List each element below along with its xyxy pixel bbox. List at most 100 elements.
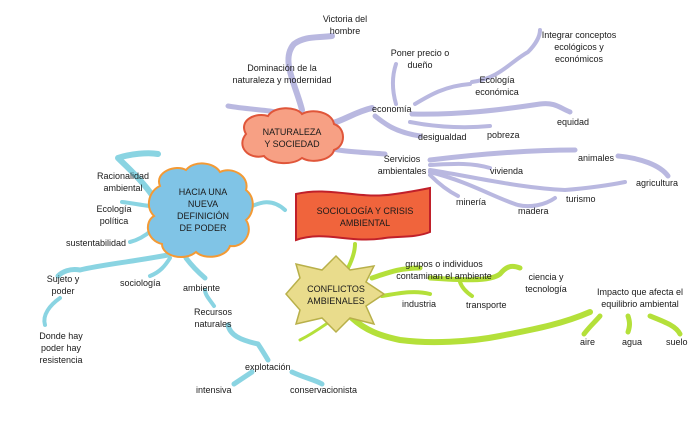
conflictos-node[interactable]: CONFLICTOS AMBIENALES bbox=[296, 283, 376, 307]
branch-ecologia-eco bbox=[413, 82, 472, 106]
branch-madera bbox=[428, 170, 557, 209]
label-aire: aire bbox=[580, 337, 596, 347]
branch-recursos bbox=[203, 288, 216, 308]
label-integrar-line2: ecológicos y bbox=[554, 42, 604, 52]
branch-impacto bbox=[349, 309, 593, 346]
branch-victoria bbox=[285, 33, 335, 113]
branch-agricultura bbox=[615, 153, 671, 179]
branch-naturaleza-economia bbox=[327, 105, 375, 127]
poder-cloud-shape bbox=[146, 162, 254, 259]
label-explotacion: explotación bbox=[245, 362, 291, 372]
label-agua: agua bbox=[622, 337, 643, 347]
branch-mineria bbox=[428, 173, 460, 198]
poder-line3: DEFINICIÓN bbox=[176, 211, 229, 221]
label-servicios-line2: ambientales bbox=[377, 166, 427, 176]
central-title-line2: AMBIENTAL bbox=[339, 218, 391, 228]
label-ecologia-pol-line1: Ecología bbox=[96, 204, 132, 214]
label-racionalidad-line1: Racionalidad bbox=[96, 171, 150, 181]
branch-pobreza bbox=[408, 120, 492, 130]
label-racionalidad: Racionalidad ambiental bbox=[88, 170, 158, 194]
label-grupos-line2: contaminan el ambiente bbox=[396, 271, 492, 281]
label-conservacionista: conservacionista bbox=[290, 385, 358, 395]
label-madera: madera bbox=[518, 206, 549, 216]
label-donde-line1: Donde hay bbox=[39, 331, 83, 341]
central-node[interactable]: SOCIOLOGÍA Y CRISIS AMBIENTAL bbox=[300, 205, 430, 229]
lime-branches bbox=[298, 242, 683, 346]
branch-integrar bbox=[470, 28, 542, 84]
branch-poner bbox=[391, 62, 398, 106]
label-industria: industria bbox=[402, 299, 437, 309]
lavender-branches bbox=[225, 28, 671, 209]
label-economia: economía bbox=[372, 104, 412, 114]
label-ecologia-pol-line2: política bbox=[99, 216, 129, 226]
branch-explotacion-recursos bbox=[225, 322, 271, 363]
label-grupos-line1: grupos o individuos bbox=[405, 259, 483, 269]
label-ecologia-economica: Ecología económica bbox=[462, 74, 532, 98]
label-vivienda: vivienda bbox=[490, 166, 524, 176]
label-ecologia-eco-line2: económica bbox=[475, 87, 519, 97]
label-animales: animales bbox=[578, 153, 615, 163]
poder-node[interactable]: HACIA UNA NUEVA DEFINICIÓN DE PODER bbox=[160, 186, 246, 234]
label-agricultura: agricultura bbox=[636, 178, 679, 188]
naturaleza-node[interactable]: NATURALEZA Y SOCIEDAD bbox=[250, 126, 334, 150]
label-victoria: Victoria del hombre bbox=[310, 13, 380, 37]
label-sustentabilidad: sustentabilidad bbox=[66, 238, 127, 248]
label-racionalidad-line2: ambiental bbox=[103, 183, 143, 193]
label-servicios-line1: Servicios bbox=[383, 154, 421, 164]
conflictos-star-shape bbox=[285, 254, 386, 334]
label-ecologia-politica: Ecología política bbox=[88, 203, 140, 227]
naturaleza-line1: NATURALEZA bbox=[262, 127, 322, 137]
branch-central-conflictos bbox=[346, 242, 357, 270]
branch-ecologia-pol bbox=[120, 200, 152, 208]
branch-racionalidad bbox=[115, 150, 161, 198]
label-recursos-line2: naturales bbox=[194, 319, 232, 329]
label-grupos: grupos o individuos contaminan el ambien… bbox=[390, 258, 498, 282]
label-donde-line2: poder hay bbox=[40, 343, 82, 353]
label-dominacion-line1: Dominación de la bbox=[247, 63, 317, 73]
label-recursos: Recursos naturales bbox=[186, 306, 240, 330]
label-poner: Poner precio o dueño bbox=[380, 47, 460, 71]
label-donde-line3: resistencia bbox=[39, 355, 83, 365]
conflictos-line1: CONFLICTOS bbox=[307, 284, 365, 294]
poder-line2: NUEVA bbox=[187, 199, 219, 209]
label-sujeto: Sujeto y poder bbox=[40, 273, 86, 297]
branch-sujeto bbox=[55, 252, 171, 279]
label-integrar-line3: económicos bbox=[554, 54, 604, 64]
label-ciencia-line2: tecnología bbox=[525, 284, 567, 294]
label-suelo: suelo bbox=[666, 337, 688, 347]
central-title-line1: SOCIOLOGÍA Y CRISIS bbox=[316, 206, 414, 216]
label-desigualdad: desigualdad bbox=[418, 132, 467, 142]
label-victoria-line2: hombre bbox=[329, 26, 361, 36]
branch-ambiente bbox=[183, 255, 208, 281]
branch-aire bbox=[581, 313, 603, 337]
branch-vivienda bbox=[428, 161, 492, 170]
branch-industria bbox=[380, 290, 432, 298]
label-ecologia-eco-line1: Ecología bbox=[479, 75, 515, 85]
label-donde: Donde hay poder hay resistencia bbox=[34, 330, 88, 366]
label-ciencia: ciencia y tecnología bbox=[520, 271, 572, 295]
branch-conservacionista bbox=[289, 369, 325, 387]
label-integrar: Integrar conceptos ecológicos y económic… bbox=[532, 29, 626, 65]
label-pobreza: pobreza bbox=[487, 130, 520, 140]
branch-suelo bbox=[647, 313, 683, 337]
branch-transporte bbox=[458, 280, 474, 298]
sociologia-banner-shape bbox=[295, 186, 431, 242]
label-sujeto-line1: Sujeto y bbox=[46, 274, 80, 284]
branch-equidad bbox=[409, 101, 573, 117]
poder-line4: DE PODER bbox=[179, 223, 227, 233]
poder-line1: HACIA UNA bbox=[178, 187, 228, 197]
label-sociologia: sociología bbox=[120, 278, 161, 288]
branch-intensiva bbox=[231, 369, 255, 387]
branch-grupos bbox=[369, 265, 423, 281]
label-impacto-line1: Impacto que afecta el bbox=[596, 287, 684, 297]
naturaleza-line2: Y SOCIEDAD bbox=[264, 139, 320, 149]
branch-animales bbox=[427, 147, 578, 163]
label-sujeto-line2: poder bbox=[51, 286, 75, 296]
label-recursos-line1: Recursos bbox=[193, 307, 232, 317]
label-ciencia-line1: ciencia y bbox=[528, 272, 564, 282]
branch-donde bbox=[42, 296, 62, 327]
label-poner-line1: Poner precio o bbox=[390, 48, 450, 58]
label-impacto: Impacto que afecta el equilibrio ambient… bbox=[586, 286, 694, 310]
naturaleza-cloud-shape bbox=[241, 107, 344, 164]
